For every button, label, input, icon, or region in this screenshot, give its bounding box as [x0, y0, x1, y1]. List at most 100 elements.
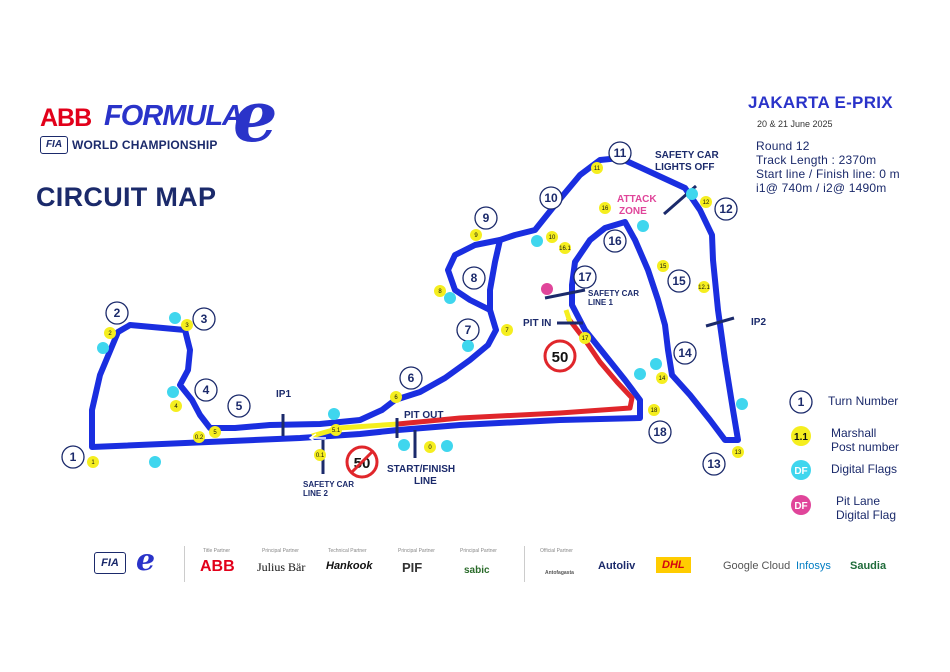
attack-zone-label: ATTACK: [617, 194, 657, 205]
digital-flag: [686, 188, 698, 200]
legend-pit-label: Pit Lane: [836, 494, 881, 508]
saudia-logo: Saudia: [850, 560, 887, 572]
abb-logo: ABB: [40, 104, 92, 132]
svg-text:1.1: 1.1: [794, 432, 808, 443]
svg-text:17: 17: [582, 336, 589, 342]
legend-marshal-label: Marshall: [831, 426, 877, 440]
marshal-post: 0: [424, 441, 436, 453]
sc-line2-label-2: LINE 2: [303, 489, 328, 498]
marshal-post: 18: [648, 404, 660, 416]
turn-6: 6: [399, 366, 423, 390]
svg-text:13: 13: [735, 450, 742, 456]
ip1-label: IP1: [276, 389, 291, 400]
svg-text:16: 16: [608, 234, 622, 248]
turn-11: 11: [608, 141, 632, 165]
autoliv-logo: Autoliv: [598, 560, 636, 572]
marshal-post: 13: [732, 446, 744, 458]
marshal-post: 12.1: [698, 281, 710, 293]
svg-text:14: 14: [659, 376, 666, 382]
julius-baer-logo: Julius Bär: [257, 560, 306, 574]
track-length-label: Track Length : 2370m: [756, 153, 877, 167]
legend-pit-df-icon: DF: [791, 495, 811, 515]
pit-lane-digital-flag: [541, 283, 553, 295]
svg-text:9: 9: [474, 233, 478, 239]
title-partner-label: Title Partner: [203, 548, 231, 554]
start-finish-label: START/FINISH: [387, 464, 455, 475]
svg-text:5.1: 5.1: [332, 428, 341, 434]
svg-text:1: 1: [70, 450, 77, 464]
turn-4: 4: [194, 378, 218, 402]
principal-partner-label: Principal Partner: [262, 548, 299, 554]
digital-flag: [441, 440, 453, 452]
world-championship-label: WORLD CHAMPIONSHIP: [72, 138, 218, 152]
marshal-post: 16.1: [559, 242, 571, 254]
round-label: Round 12: [756, 139, 810, 153]
turn-5: 5: [227, 394, 251, 418]
start-finish-label-2: LINE: [414, 476, 437, 487]
legend-marshal-icon: 1.1: [791, 426, 811, 446]
digital-flag: [167, 386, 179, 398]
marshal-post: 11: [591, 162, 603, 174]
svg-text:9: 9: [483, 211, 490, 225]
abb-partner-logo: ABB: [200, 558, 235, 575]
event-title: JAKARTA E-PRIX: [748, 93, 893, 112]
svg-text:16: 16: [602, 206, 609, 212]
official-partner-label: Official Partner: [540, 548, 573, 554]
digital-flag: [97, 342, 109, 354]
start-line-label: Start line / Finish line: 0 m: [756, 167, 900, 181]
turn-15: 15: [667, 269, 691, 293]
fia-badge: FIA: [40, 136, 68, 154]
marshal-post: 14: [656, 372, 668, 384]
marshal-post: 7: [501, 324, 513, 336]
digital-flag: [169, 312, 181, 324]
svg-text:DF: DF: [794, 466, 807, 477]
track-path-hairpin: [445, 237, 501, 313]
marshal-post: 17: [579, 332, 591, 344]
svg-text:2: 2: [114, 306, 121, 320]
svg-text:12: 12: [703, 200, 710, 206]
pit-out-label: PIT OUT: [404, 410, 443, 421]
digital-flag: [462, 340, 474, 352]
pif-logo: PIF: [402, 560, 423, 575]
svg-text:50: 50: [552, 349, 569, 366]
antofagasta-logo: Antofagasta: [545, 570, 574, 576]
svg-text:6: 6: [408, 371, 415, 385]
google-cloud-logo: Google Cloud: [723, 560, 791, 572]
principal-partner-label-2: Principal Partner: [398, 548, 435, 554]
marshal-post: 16: [599, 202, 611, 214]
partner-strip: FIA e Title Partner ABB Principal Partne…: [90, 540, 910, 590]
turn-8: 8: [462, 266, 486, 290]
marshal-post: 8: [434, 285, 446, 297]
page-title: CIRCUIT MAP: [36, 182, 217, 212]
svg-text:4: 4: [203, 383, 210, 397]
svg-text:17: 17: [578, 270, 592, 284]
svg-text:DF: DF: [794, 501, 807, 512]
turn-17: 17: [573, 265, 597, 289]
direction-arrow-icon: [308, 433, 326, 443]
formula-e-wordmark: FORMULA: [104, 100, 243, 132]
legend-pit-label-2: Digital Flag: [836, 508, 897, 522]
sc-lights-label: SAFETY CAR: [655, 150, 719, 161]
digital-flag: [736, 398, 748, 410]
svg-text:15: 15: [660, 264, 667, 270]
marshal-post: 1: [87, 456, 99, 468]
divider: [184, 546, 185, 582]
sabic-logo: sabic: [464, 565, 490, 576]
marshal-post: 5.1: [330, 424, 342, 436]
marshal-post: 9: [470, 229, 482, 241]
marshal-post: 4: [170, 400, 182, 412]
svg-text:5: 5: [236, 399, 243, 413]
legend-marshal-label-2: Post number: [831, 440, 900, 454]
svg-text:0.2: 0.2: [195, 435, 204, 441]
principal-partner-label-3: Principal Partner: [460, 548, 497, 554]
svg-text:1: 1: [798, 395, 805, 409]
digital-flag: [398, 439, 410, 451]
turn-16: 16: [603, 229, 627, 253]
legend-turn-label: Turn Number: [828, 394, 899, 408]
svg-text:0.1: 0.1: [316, 453, 325, 459]
svg-text:1: 1: [91, 460, 95, 466]
dhl-logo: DHL: [656, 557, 691, 573]
marshal-post: 5: [209, 426, 221, 438]
turn-14: 14: [673, 341, 697, 365]
fia-logo: FIA: [94, 552, 126, 574]
